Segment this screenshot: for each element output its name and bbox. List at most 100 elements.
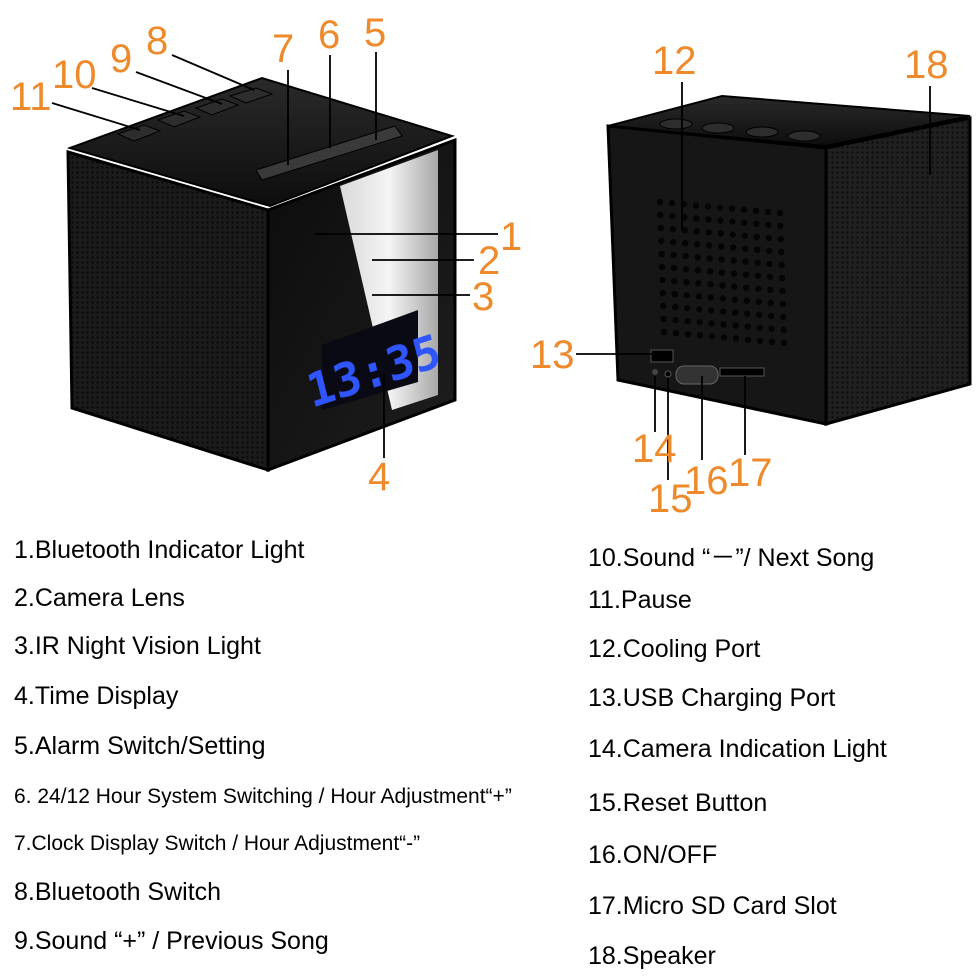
cooling-hole <box>660 315 667 323</box>
cooling-hole <box>765 221 772 229</box>
cooling-hole <box>682 266 690 273</box>
cooling-hole <box>669 212 676 220</box>
cooling-hole <box>706 242 713 249</box>
rear-view-device <box>606 94 972 426</box>
legend-item-5: 5.Alarm Switch/Setting <box>14 732 266 760</box>
cooling-hole <box>717 230 724 237</box>
legend-item-1: 1.Bluetooth Indicator Light <box>14 536 305 564</box>
callout-9: 9 <box>110 37 132 81</box>
cooling-hole <box>776 209 784 217</box>
cooling-hole <box>730 244 737 251</box>
cooling-hole <box>777 222 784 230</box>
cooling-hole <box>708 320 715 327</box>
cooling-hole <box>765 234 772 242</box>
callout-18: 18 <box>904 43 949 87</box>
cooling-hole <box>672 316 679 324</box>
cooling-hole <box>768 338 776 346</box>
cooling-hole <box>720 321 727 328</box>
cooling-hole <box>728 205 736 212</box>
cooling-hole <box>705 216 712 223</box>
cooling-hole <box>718 269 726 276</box>
legend-item-10: 10.Sound “－”/ Next Song <box>588 544 875 572</box>
cooling-hole <box>692 202 700 209</box>
legend-item-12: 12.Cooling Port <box>588 635 761 663</box>
cooling-hole <box>743 297 750 304</box>
cooling-hole <box>696 319 703 326</box>
callout-13: 13 <box>530 333 575 377</box>
cooling-hole <box>766 273 774 281</box>
cooling-hole <box>740 206 748 213</box>
cooling-hole <box>779 300 786 308</box>
bluetooth-switch-button <box>228 87 274 104</box>
cooling-hole <box>756 311 763 318</box>
cooling-hole <box>704 203 712 210</box>
cooling-hole <box>693 215 700 222</box>
cooling-hole <box>694 254 701 261</box>
camera-indicator-light <box>652 369 658 375</box>
cooling-hole <box>659 276 666 284</box>
cooling-hole <box>708 333 716 340</box>
button-strip <box>255 125 403 181</box>
callout-12: 12 <box>652 39 697 83</box>
cooling-hole <box>768 312 775 320</box>
cooling-hole <box>707 281 714 288</box>
cooling-hole <box>778 248 785 256</box>
left-speaker-side <box>66 149 270 473</box>
cooling-hole <box>742 258 749 265</box>
cooling-hole <box>683 292 690 299</box>
leader-line-9 <box>135 71 223 105</box>
cooling-hole <box>732 309 739 316</box>
cooling-hole <box>684 318 691 325</box>
rear-top-button <box>787 130 821 142</box>
legend-item-16: 16.ON/OFF <box>588 841 718 869</box>
callout-1: 1 <box>500 215 522 259</box>
cooling-hole <box>658 263 666 271</box>
cooling-hole <box>730 270 738 277</box>
cooling-hole <box>778 261 785 269</box>
cooling-hole <box>696 332 704 339</box>
cooling-hole <box>670 238 677 246</box>
cooling-hole <box>671 277 678 285</box>
cooling-hole <box>780 339 788 347</box>
cooling-hole <box>695 280 702 287</box>
cooling-hole <box>681 227 688 234</box>
usb-port <box>650 349 674 363</box>
cooling-hole <box>730 257 737 264</box>
legend-item-11: 11.Pause <box>588 586 692 614</box>
cooling-hole <box>670 264 678 272</box>
cooling-hole <box>657 224 664 232</box>
cooling-port-grid <box>656 198 788 347</box>
callout-16: 16 <box>684 459 729 503</box>
rear-top-button <box>745 126 779 138</box>
cooling-hole <box>671 290 678 298</box>
leader-lines <box>51 52 931 480</box>
cooling-hole <box>696 306 703 313</box>
cooling-hole <box>744 310 751 317</box>
legend-item-15: 15.Reset Button <box>588 789 768 817</box>
sound-plus-button <box>194 98 240 116</box>
product-diagram: 13:35 1 2 3 4 5 6 7 8 9 10 11 12 13 1 <box>10 11 972 520</box>
cooling-hole <box>768 325 775 333</box>
cooling-hole <box>732 335 740 342</box>
device-top <box>66 76 456 208</box>
cooling-hole <box>694 241 701 248</box>
cooling-hole <box>732 322 739 329</box>
cooling-hole <box>755 298 762 305</box>
on-off-switch <box>675 365 719 385</box>
cooling-hole <box>695 293 702 300</box>
cooling-hole <box>753 220 760 227</box>
rear-top-button <box>659 118 693 130</box>
cooling-hole <box>660 302 667 310</box>
cooling-hole <box>742 245 749 252</box>
cooling-hole <box>705 229 712 236</box>
callout-10: 10 <box>52 53 97 97</box>
cooling-hole <box>766 247 773 255</box>
callout-3: 3 <box>472 275 494 319</box>
cooling-hole <box>754 246 761 253</box>
legend-item-9: 9.Sound “+” / Previous Song <box>14 927 329 955</box>
cooling-hole <box>729 218 736 225</box>
callout-6: 6 <box>318 13 340 57</box>
cooling-hole <box>756 324 763 331</box>
legend-item-13: 13.USB Charging Port <box>588 684 836 712</box>
cooling-hole <box>764 208 772 216</box>
